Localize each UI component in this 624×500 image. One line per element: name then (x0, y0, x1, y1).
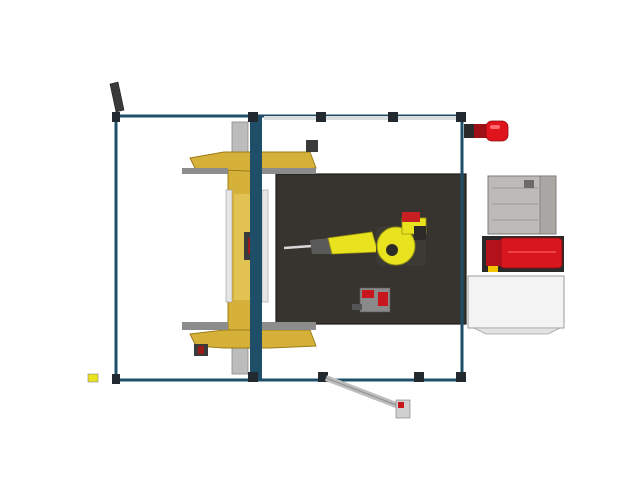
positioner-fixture-bottom-left (182, 322, 228, 330)
robot-joint (414, 226, 426, 240)
fence-top-rail (264, 116, 462, 120)
positioner-fixture-top-right (262, 168, 316, 174)
welding-robot (283, 212, 427, 266)
positioner-drive-cap (198, 346, 204, 354)
tooling-rail-left (225, 189, 233, 303)
wrist-assembly (310, 238, 332, 254)
cabinet-vent (524, 180, 534, 188)
floor-plate-edge (275, 173, 467, 325)
teach-pendant-holder (109, 81, 125, 113)
swing-arm-pendant (324, 375, 411, 419)
operator-control-panel (467, 275, 565, 329)
power-supply-body (499, 237, 563, 269)
power-supply-front (486, 240, 502, 266)
wire-feeder (352, 287, 391, 313)
positioner-fixture-bottom-right (262, 322, 316, 330)
equipment-skid (467, 175, 565, 335)
signal-light-tower (464, 120, 509, 142)
power-supply-label (488, 266, 498, 272)
welding-torch (283, 244, 313, 250)
operator-panel-base (473, 327, 561, 335)
positioner-drive-top (306, 140, 318, 152)
robot-motor (402, 212, 420, 222)
fence-posts (112, 112, 466, 384)
fence-center-post (250, 116, 262, 380)
tooling-rail-right (261, 189, 269, 303)
robot-hub (386, 244, 398, 256)
positioner-fixture-top-left (182, 168, 228, 174)
cabinet-side-panel (539, 175, 557, 235)
fence-tag (87, 373, 99, 383)
